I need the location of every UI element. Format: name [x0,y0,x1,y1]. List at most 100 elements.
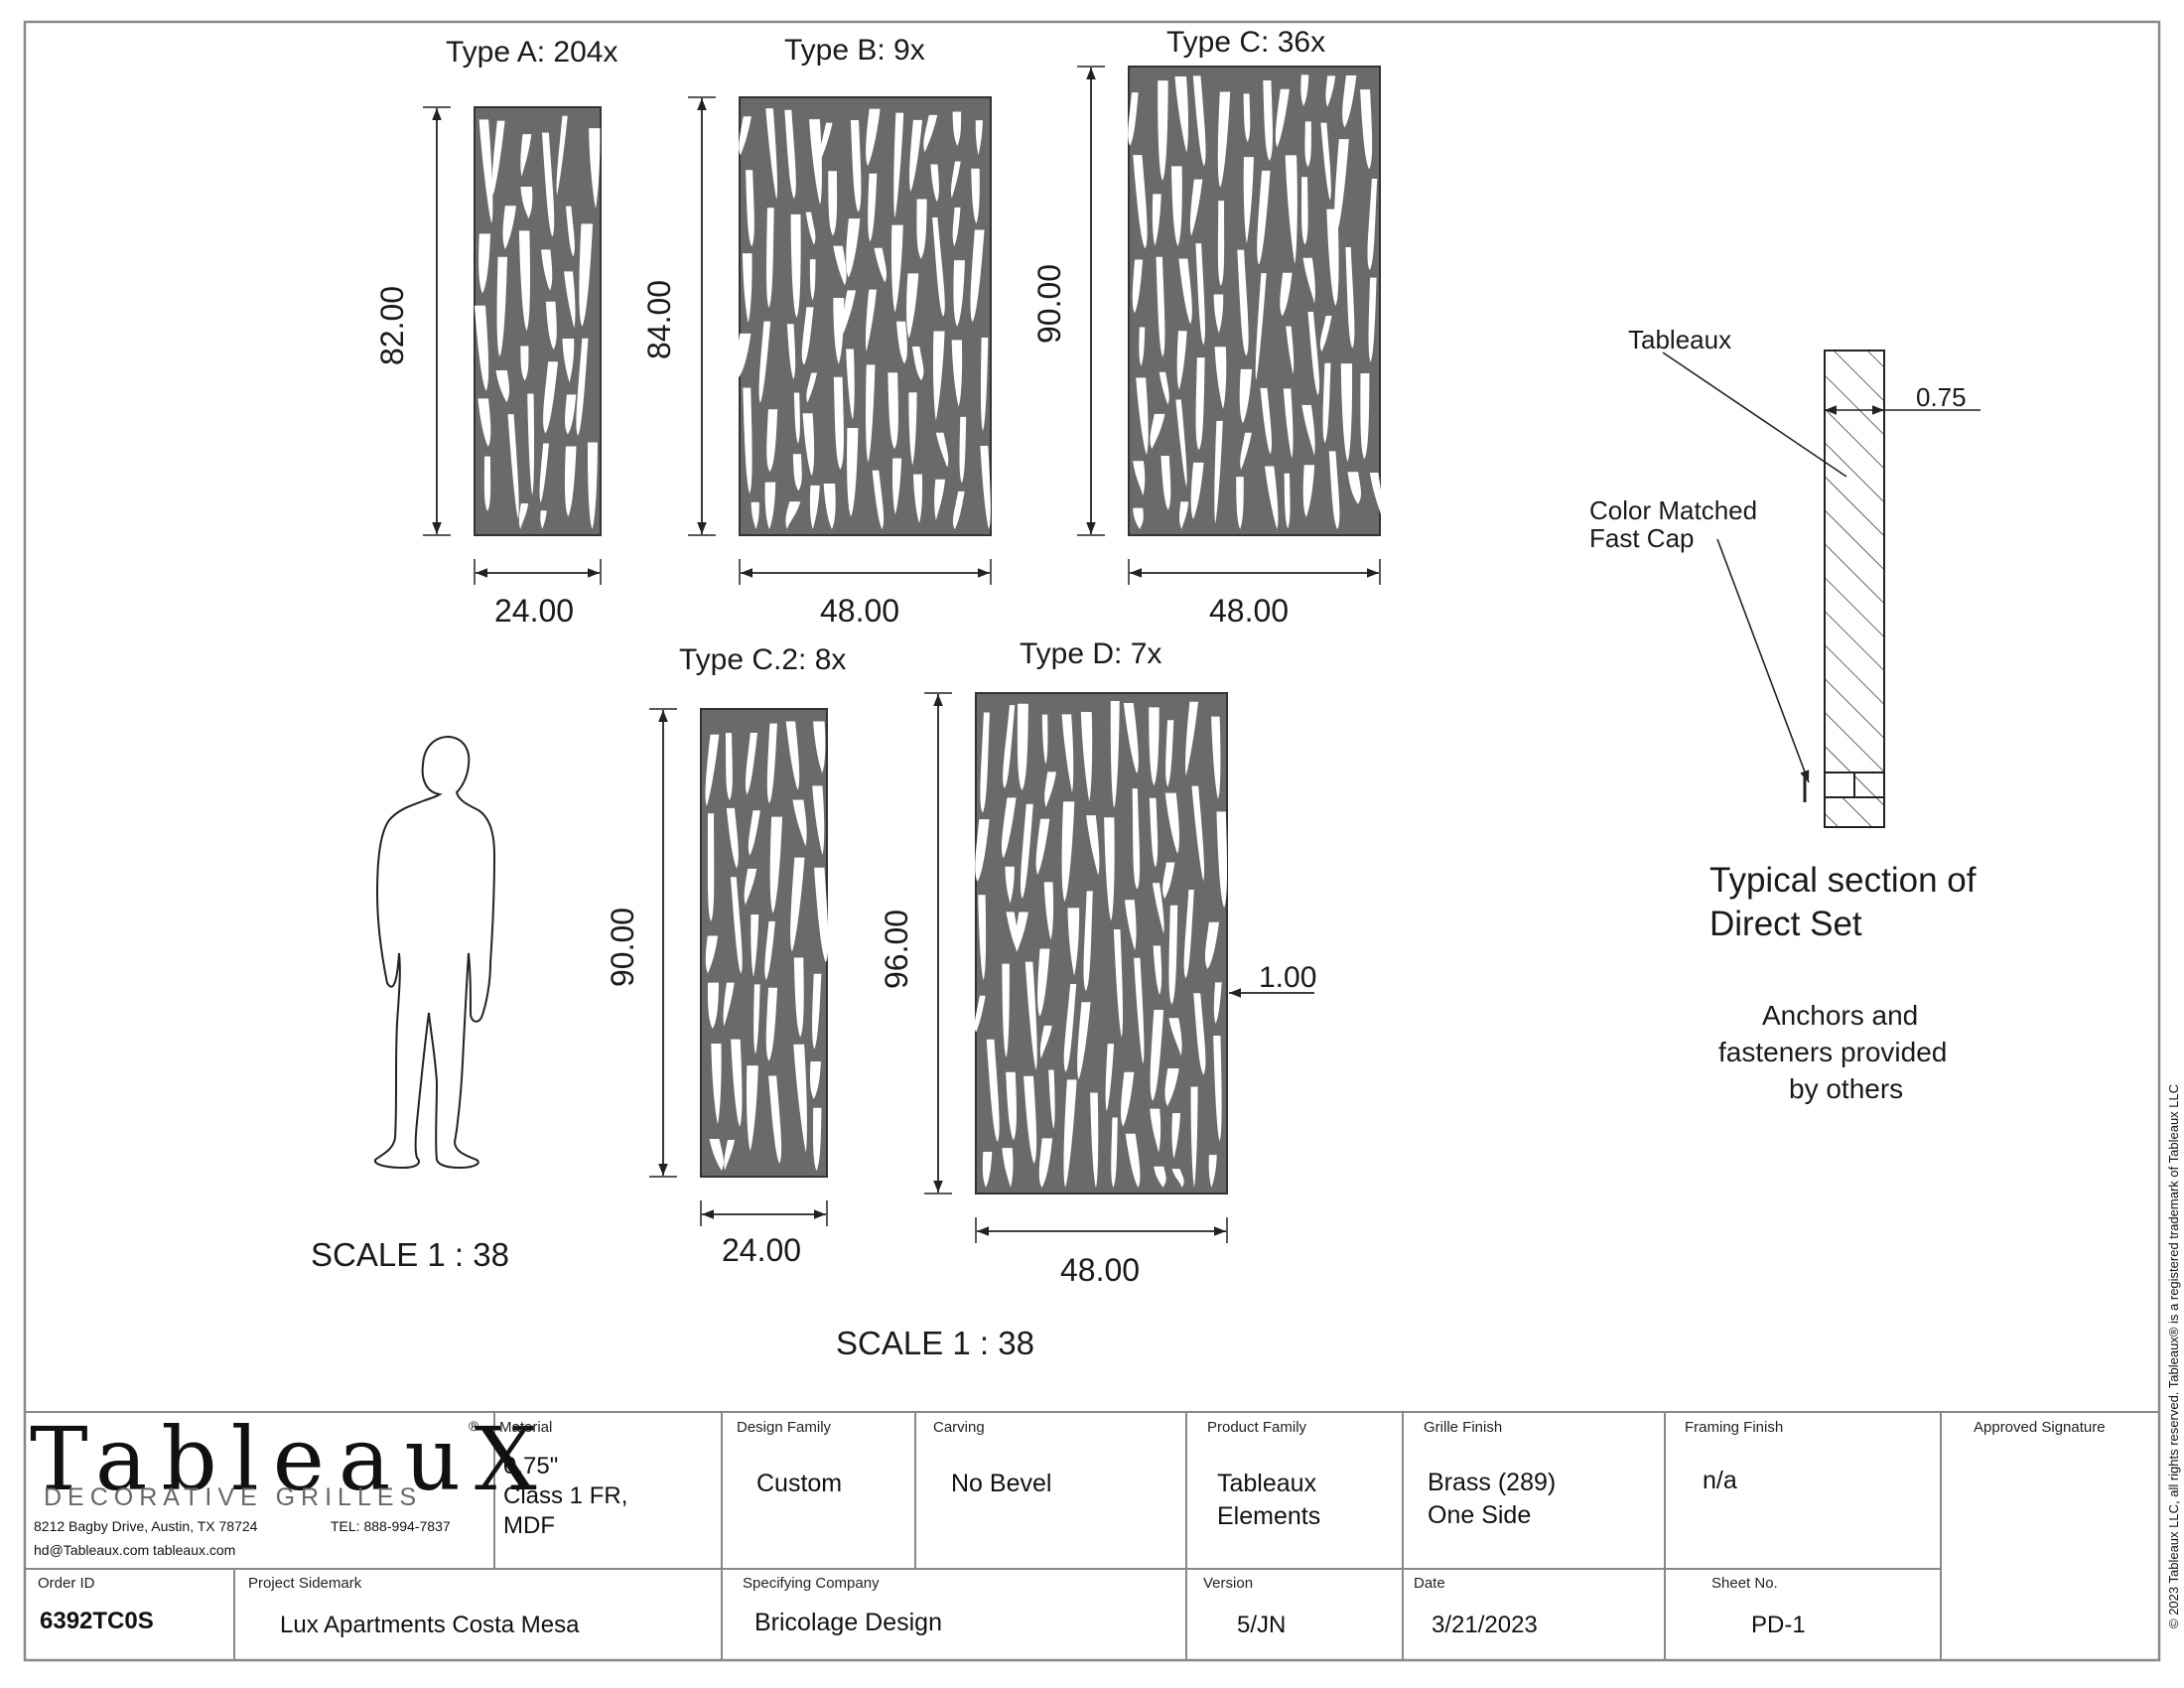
panel-cutout [1132,259,1144,314]
panel-cutout [751,914,759,977]
panel-cutout [1121,1071,1135,1127]
panel-cutout [545,301,557,351]
panel-cutout [809,119,822,205]
panel-cutout [1195,243,1205,346]
panel-cutout [833,298,845,364]
panel-cutout [1265,466,1279,529]
fast-cap-block [1824,772,1855,798]
panel-cutout [507,414,519,519]
panel-cutout [975,120,983,156]
panel-cutout [801,307,814,365]
panel-cutout [813,721,826,774]
panel-cutout [1150,413,1165,450]
panel-cutout [766,723,777,804]
panel-cutout [751,501,759,529]
grille-panel-2 [736,96,992,536]
panel-cutout [1061,801,1075,902]
panel-cutout [527,393,535,495]
panel-cutout [1153,945,1162,996]
specifying-company-value: Bricolage Design [754,1609,942,1636]
panel-cutout [1133,461,1146,496]
panel-cutout [1061,714,1074,793]
panel-cutout [589,128,601,210]
panel-cutout [1038,1138,1053,1188]
panel-cutout [1139,327,1146,366]
panel-cutout [1369,472,1383,515]
panel-cutout [707,982,720,1030]
panel-cutout [952,207,961,246]
panel-title-d: Type D: 7x [1020,637,1162,670]
panel-cutout [785,501,801,529]
panel-cutout [1325,75,1336,107]
grille-panel-1 [474,106,602,536]
panel-cutout [980,712,990,813]
panel-cutout [1240,432,1252,471]
panel-cutout [1048,1069,1055,1130]
grille-panel-3 [1128,66,1383,536]
panel-cutout [1132,788,1141,890]
panel-group [474,66,1383,1195]
panel-cutout [790,213,801,319]
panel-cutout [518,502,529,529]
panel-cutout [1039,1025,1052,1059]
panel-cutout [1208,1155,1217,1188]
section-label-cap-1: Color Matched [1589,495,1758,525]
panel-cutout [723,982,735,1027]
panel-cutout [793,1044,807,1153]
panel-cutout [1239,368,1253,424]
panel-cutout [932,217,945,317]
panel-cutout [792,454,802,492]
design-family-value: Custom [756,1470,843,1497]
panel-cutout [502,206,516,249]
panel-cutout [707,813,715,921]
section-label-cap-2: Fast Cap [1589,523,1695,553]
panel-cutout [1195,357,1205,451]
panel-cutout [1162,862,1175,900]
panel-cutout [1236,477,1244,529]
panel-cutout [975,819,990,882]
panel-cutout [1307,311,1320,396]
panel-cutout [785,721,800,790]
panel-cutout [809,1061,821,1099]
panel-cutout [1176,331,1187,390]
panel-cutout [769,816,783,914]
panel-cutout [959,416,967,484]
panel-cutout [768,1075,782,1164]
material-value: 0.75" Class 1 FR, MDF [503,1453,628,1539]
section-note-1: Anchors and [1762,1000,1919,1031]
section-view [1662,350,1980,828]
order-id-head: Order ID [38,1575,95,1592]
product-family-value: Tableaux Elements [1217,1470,1321,1530]
panel-cutout [1174,76,1188,153]
panel-cutout [739,116,751,156]
panel-cutout [1037,948,1050,1017]
panel-cutout [1263,79,1273,161]
panel-cutout [951,161,961,199]
grille-finish-head: Grille Finish [1424,1419,1503,1436]
panel-cutout [1125,1133,1141,1188]
panel-cutout [1183,890,1194,979]
panel-cutout [866,364,876,463]
panel-cutout [1110,701,1120,808]
height-label-c2: 90.00 [605,907,640,987]
panel-cutout [953,260,966,327]
panel-cutout [579,223,594,327]
panel-cutout [1043,882,1054,940]
panel-cutout [736,333,751,378]
panel-cutout [982,1152,993,1188]
panel-cutout [892,458,902,515]
panel-cutout [793,957,804,1038]
panel-cutout [1190,462,1204,519]
carving-value: No Bevel [951,1470,1052,1497]
panel-cutout [923,114,938,153]
panel-cutout [520,134,532,177]
panel-cutout [564,271,576,329]
panel-cutout [564,446,577,517]
panel-cutout [1320,122,1331,201]
panel-cutout [764,920,775,981]
panel-cutout [1024,961,1037,1070]
sheet-no-head: Sheet No. [1711,1575,1778,1592]
specifying-company-head: Specifying Company [743,1575,880,1592]
panel-cutout [1149,707,1160,786]
